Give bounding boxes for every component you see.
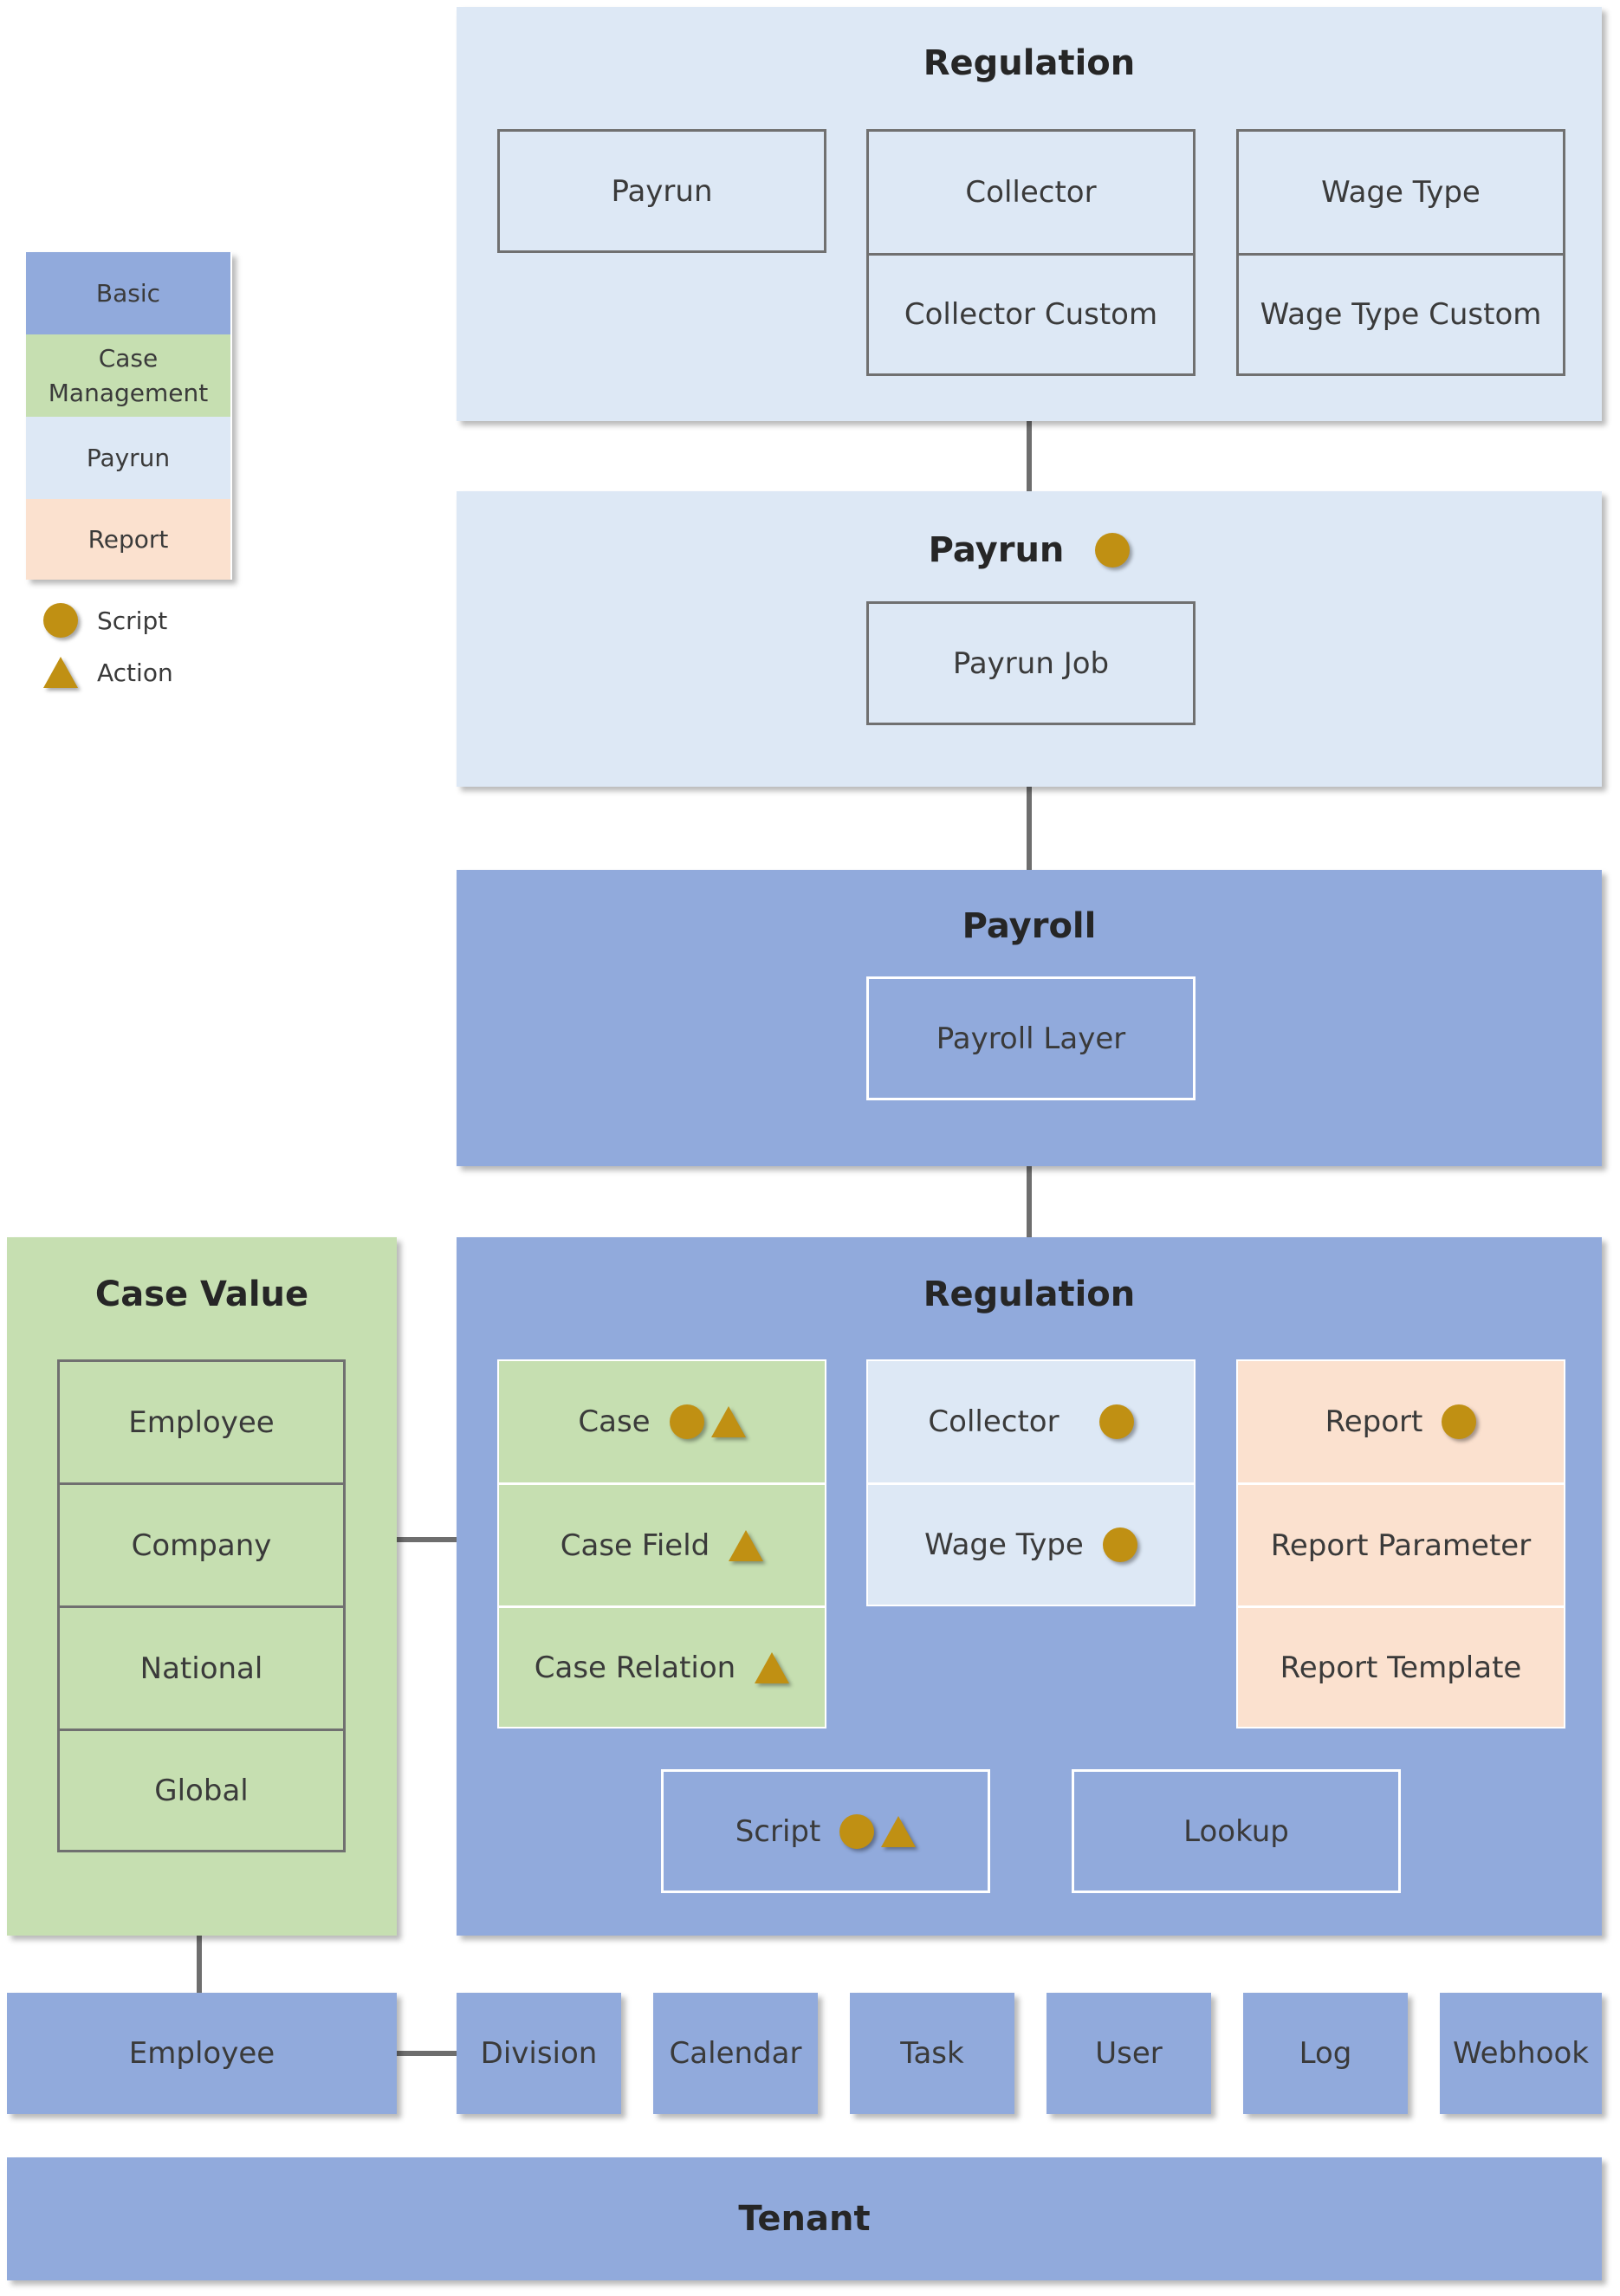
case-value-divider [60,1605,343,1608]
collector-item: Collector [868,1361,1194,1482]
case-value-employee: Employee [128,1404,275,1440]
regulation-top-collector: Collector Collector Custom [866,129,1196,376]
collector-label: Collector [965,175,1097,210]
report-divider [1238,1482,1564,1485]
action-triangle-icon [755,1651,790,1683]
case-divider [499,1482,825,1485]
script-circle-icon [43,603,78,638]
user-box: User [1047,1993,1211,2114]
regulation-top-panel: Regulation Payrun Collector Collector Cu… [457,7,1602,421]
division-box: Division [457,1993,621,2114]
report-template-item: Report Template [1280,1650,1522,1685]
action-triangle-icon [881,1815,917,1847]
regulation-top-title: Regulation [923,43,1136,83]
connector-casevalue-case [394,1537,502,1542]
legend-case-management: Case Management [26,334,230,417]
action-triangle-icon [43,657,78,688]
employee-box: Employee [7,1993,397,2114]
payroll-layer-box: Payroll Layer [866,976,1196,1100]
case-value-title: Case Value [94,1274,309,1314]
collector-group: Collector Wage Type [866,1359,1196,1606]
report-divider [1238,1605,1564,1608]
wage-type-divider [1239,253,1563,256]
wage-type-item: Wage Type [868,1485,1194,1605]
payrun-panel: Payrun Payrun Job [457,491,1602,787]
case-value-divider [60,1482,343,1485]
connector-payroll-regulation [1027,1099,1032,1237]
case-value-company: Company [131,1527,272,1563]
payroll-title: Payroll [962,906,1097,946]
script-circle-icon [1098,1404,1134,1439]
report-group: Report Report Parameter Report Template [1236,1359,1565,1728]
connector-regulation-payrun [1027,418,1032,491]
collector-divider [868,1482,1194,1485]
script-circle-icon [1442,1404,1477,1439]
report-item: Report [1238,1361,1564,1482]
lookup-box: Lookup [1072,1769,1401,1893]
script-circle-icon [1102,1527,1137,1562]
regulation-main-title: Regulation [923,1274,1136,1314]
regulation-top-payrun: Payrun [497,129,826,253]
case-value-panel: Case Value Employee Company National Glo… [7,1237,397,1936]
case-field-item: Case Field [499,1485,825,1605]
report-parameter-item: Report Parameter [1270,1527,1532,1563]
case-value-global: Global [154,1773,249,1808]
wage-type-label: Wage Type [1321,175,1481,210]
script-circle-icon [1095,533,1131,568]
connector-employee-division [394,2051,459,2056]
legend: Basic Case Management Payrun Report [26,252,232,580]
collector-custom-label: Collector Custom [904,297,1158,332]
action-triangle-icon [729,1529,764,1561]
webhook-box: Webhook [1440,1993,1602,2114]
payrun-title: Payrun [457,529,1602,570]
calendar-box: Calendar [653,1993,818,2114]
payroll-panel: Payroll Payroll Layer [457,870,1602,1166]
script-box: Script [661,1769,990,1893]
case-value-national: National [139,1651,263,1686]
regulation-main-panel: Regulation Case Case Field Case Relation… [457,1237,1602,1936]
legend-report: Report [26,499,230,580]
payrun-job-box: Payrun Job [866,601,1196,725]
legend-script: Script [43,603,167,638]
wage-type-custom-label: Wage Type Custom [1260,297,1542,332]
regulation-top-wage-type: Wage Type Wage Type Custom [1236,129,1565,376]
collector-divider [869,253,1193,256]
action-triangle-icon [710,1406,746,1437]
case-group: Case Case Field Case Relation [497,1359,826,1728]
legend-payrun: Payrun [26,417,230,499]
case-divider [499,1605,825,1608]
script-circle-icon [839,1813,875,1849]
legend-action: Action [43,657,173,688]
tenant-box: Tenant [7,2157,1602,2280]
case-relation-item: Case Relation [499,1608,825,1727]
task-box: Task [850,1993,1014,2114]
log-box: Log [1243,1993,1408,2114]
legend-basic: Basic [26,252,230,334]
case-value-list: Employee Company National Global [57,1359,346,1852]
connector-payrun-payroll [1027,726,1032,870]
case-value-divider [60,1728,343,1731]
case-item: Case [499,1361,825,1482]
script-circle-icon [669,1404,704,1439]
